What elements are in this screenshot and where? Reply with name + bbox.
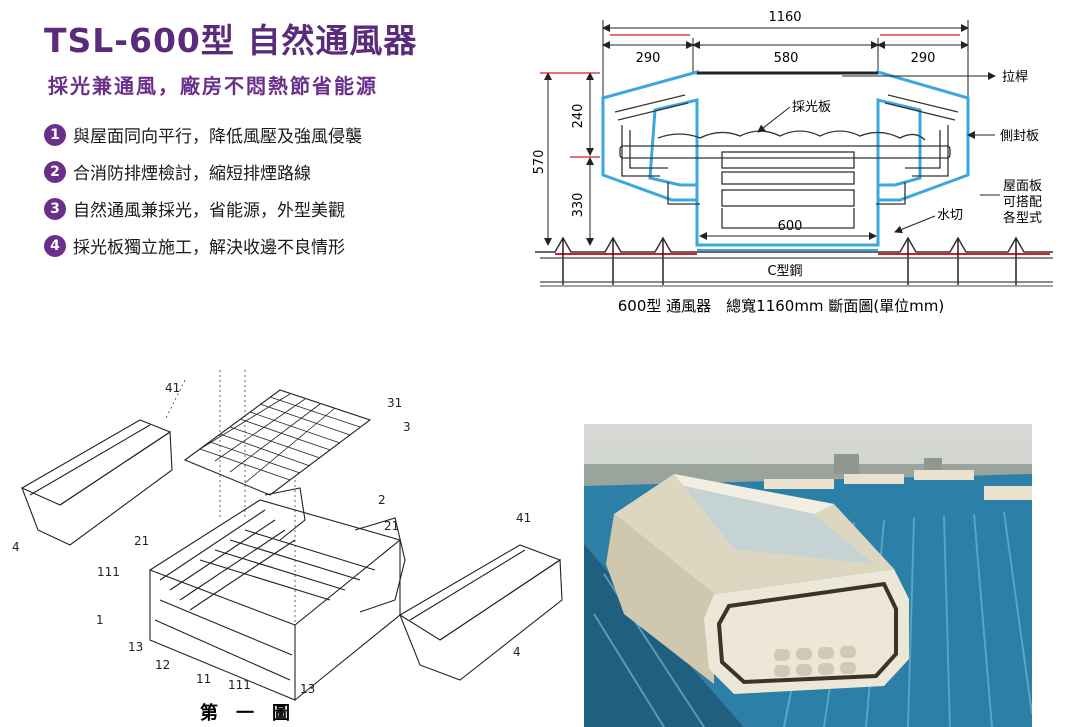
dim-throat: 600 — [778, 219, 803, 234]
part-label: 4 — [513, 645, 521, 659]
part-label: 1 — [96, 613, 104, 627]
part-label: 13 — [300, 682, 315, 696]
cross-section-diagram: 1160 290 580 290 570 240 330 600 — [532, 10, 1053, 315]
label-roof-panel: 屋面板 — [1003, 179, 1042, 194]
dim-height-total: 570 — [532, 150, 547, 175]
label-roof-panel-note1: 可搭配 — [1003, 194, 1042, 210]
label-side-cover: 側封板 — [1000, 129, 1039, 144]
part-label: 31 — [387, 396, 402, 410]
feature-item: 2 合消防排煙檢討，縮短排煙路線 — [44, 153, 362, 190]
dim-height-top: 240 — [571, 104, 586, 129]
page-title: TSL-600型 自然通風器 — [44, 21, 418, 60]
label-flashing: 水切 — [937, 208, 963, 223]
part-label: 21 — [134, 534, 149, 548]
ventilator-section — [601, 70, 970, 247]
part-label: 2 — [378, 493, 386, 507]
number-badge: 4 — [44, 234, 66, 257]
dimension-lines — [544, 20, 969, 246]
part-label: 111 — [228, 678, 251, 692]
dim-center: 580 — [774, 51, 799, 66]
feature-item: 3 自然通風兼採光，省能源，外型美觀 — [44, 190, 362, 227]
dim-left: 290 — [636, 51, 661, 66]
feature-text: 合消防排煙檢討，縮短排煙路線 — [73, 164, 311, 184]
part-label: 4 — [12, 540, 20, 554]
label-roof-panel-note2: 各型式 — [1003, 210, 1042, 226]
number-badge: 2 — [44, 160, 66, 183]
installation-photo — [584, 424, 1032, 727]
feature-text: 採光板獨立施工，解決收邊不良情形 — [73, 238, 345, 258]
dim-right: 290 — [911, 51, 936, 66]
part-label: 41 — [516, 511, 531, 525]
dim-height-bottom: 330 — [571, 193, 586, 218]
number-badge: 1 — [44, 123, 66, 146]
label-pull-rod: 拉桿 — [1002, 70, 1028, 85]
label-skylight-panel: 採光板 — [792, 100, 831, 115]
feature-item: 4 採光板獨立施工，解決收邊不良情形 — [44, 227, 362, 264]
part-label: 21 — [384, 519, 399, 533]
figure-caption: 第 一 圖 — [200, 702, 290, 724]
part-label: 13 — [128, 640, 143, 654]
part-label: 41 — [165, 381, 180, 395]
part-label: 11 — [196, 672, 211, 686]
feature-text: 與屋面同向平行，降低風壓及強風侵襲 — [73, 127, 362, 147]
exploded-view-drawing: 41 31 3 4 2 21 21 111 41 1 13 12 11 111 … — [12, 370, 563, 724]
feature-text: 自然通風兼採光，省能源，外型美觀 — [73, 201, 345, 221]
feature-item: 1 與屋面同向平行，降低風壓及強風侵襲 — [44, 116, 362, 153]
part-label: 111 — [97, 565, 120, 579]
part-label: 3 — [403, 420, 411, 434]
roof-panels — [535, 236, 1053, 287]
part-label: 12 — [155, 658, 170, 672]
number-badge: 3 — [44, 197, 66, 220]
diagram-caption: 600型 通風器 總寬1160mm 斷面圖(單位mm) — [618, 297, 945, 315]
label-c-steel: C型鋼 — [767, 264, 802, 279]
ventilator-photo-unit — [606, 474, 909, 694]
page-subtitle: 採光兼通風，廠房不悶熱節省能源 — [48, 74, 378, 98]
feature-list: 1 與屋面同向平行，降低風壓及強風侵襲 2 合消防排煙檢討，縮短排煙路線 3 自… — [44, 116, 362, 264]
dim-total-width: 1160 — [768, 10, 801, 25]
